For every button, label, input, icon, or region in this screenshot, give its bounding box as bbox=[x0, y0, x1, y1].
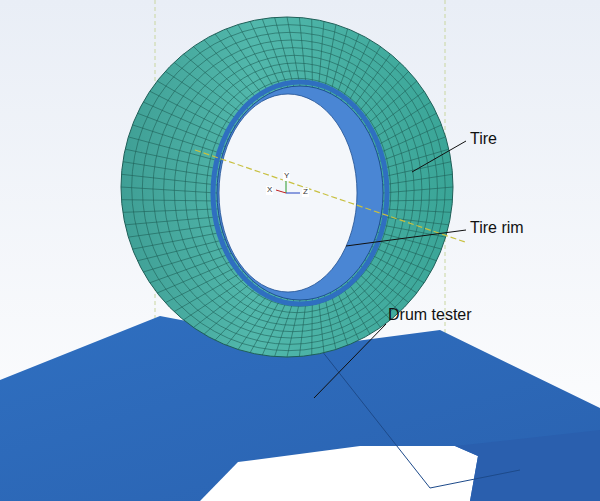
mesh-line bbox=[121, 187, 217, 193]
mesh-line bbox=[382, 209, 451, 212]
mesh-line bbox=[287, 17, 300, 86]
mesh-line bbox=[262, 19, 287, 87]
rim-flange bbox=[213, 82, 387, 304]
drum-edge bbox=[318, 346, 520, 488]
mesh-line bbox=[250, 21, 281, 88]
mesh-ring bbox=[174, 55, 414, 325]
mesh-line bbox=[125, 217, 219, 225]
tire-rim bbox=[217, 86, 383, 300]
mesh-ring bbox=[206, 78, 390, 306]
mesh-line bbox=[330, 29, 347, 94]
mesh-ring bbox=[196, 71, 399, 313]
axis-line bbox=[195, 150, 465, 242]
mesh-line bbox=[275, 17, 294, 86]
mesh-line bbox=[299, 17, 306, 86]
mesh-line bbox=[365, 260, 417, 293]
mesh-line bbox=[165, 71, 239, 120]
mesh-ring bbox=[164, 48, 422, 332]
mesh-line bbox=[383, 187, 453, 193]
drum-side bbox=[455, 430, 600, 501]
mesh-line bbox=[275, 300, 294, 357]
mesh-line bbox=[299, 300, 306, 357]
mesh-ring bbox=[153, 40, 430, 338]
mesh-line bbox=[377, 125, 441, 154]
mesh-line bbox=[347, 281, 381, 327]
axis-label: Z bbox=[302, 188, 309, 197]
mesh-line bbox=[125, 149, 219, 169]
mesh-line bbox=[372, 247, 431, 273]
mesh-line bbox=[342, 40, 371, 101]
leader-line bbox=[346, 230, 466, 246]
mesh-line bbox=[226, 293, 269, 346]
mesh-line bbox=[330, 293, 347, 346]
mesh-line bbox=[318, 297, 323, 352]
axis-label: Y bbox=[283, 172, 290, 181]
mesh-line bbox=[165, 266, 239, 303]
leader-line bbox=[314, 324, 386, 398]
mesh-line bbox=[356, 271, 399, 311]
mesh-line bbox=[336, 289, 359, 340]
mesh-line bbox=[204, 40, 259, 101]
mesh-line bbox=[383, 200, 453, 201]
mesh-line bbox=[369, 91, 425, 132]
mesh-line bbox=[174, 62, 243, 114]
mesh-line bbox=[184, 277, 249, 320]
mesh-line bbox=[324, 295, 335, 349]
part-label: Drum tester bbox=[388, 306, 472, 324]
mesh-line bbox=[361, 266, 409, 303]
mesh-line bbox=[157, 260, 235, 293]
part-label: Tire rim bbox=[470, 219, 524, 237]
mesh-ring bbox=[142, 32, 437, 344]
mesh-line bbox=[215, 34, 264, 97]
mesh-line bbox=[215, 289, 264, 340]
mesh-line bbox=[375, 239, 437, 260]
mesh-line bbox=[262, 299, 287, 355]
mesh-line bbox=[381, 217, 449, 225]
mesh-line bbox=[128, 225, 220, 238]
axis-triad bbox=[276, 181, 300, 193]
mesh-line bbox=[132, 125, 222, 154]
mesh-line bbox=[204, 286, 259, 335]
mesh-line bbox=[137, 113, 225, 146]
mesh-line bbox=[365, 81, 417, 126]
mesh-line bbox=[238, 295, 275, 349]
mesh-line bbox=[238, 25, 275, 91]
mesh-line bbox=[123, 162, 218, 177]
mesh-line bbox=[361, 71, 409, 120]
leader-line bbox=[412, 141, 466, 172]
mesh-line bbox=[324, 25, 335, 91]
mesh-line bbox=[356, 62, 399, 114]
mesh-line bbox=[174, 271, 243, 311]
mesh-line bbox=[287, 300, 300, 357]
mesh-ring bbox=[185, 63, 406, 319]
mesh-line bbox=[383, 174, 453, 185]
mesh-line bbox=[226, 29, 269, 94]
rim-opening bbox=[219, 94, 357, 292]
mesh-line bbox=[375, 113, 437, 146]
mesh-line bbox=[150, 91, 232, 132]
mesh-line bbox=[381, 149, 449, 169]
mesh-line bbox=[123, 209, 218, 212]
mesh-line bbox=[311, 19, 313, 87]
mesh-line bbox=[143, 247, 228, 273]
mesh-line bbox=[318, 21, 323, 88]
mesh-line bbox=[128, 137, 220, 162]
mesh-line bbox=[121, 174, 217, 185]
mesh-ring bbox=[132, 25, 446, 351]
mesh-line bbox=[137, 239, 225, 260]
mesh-line bbox=[193, 281, 253, 327]
mesh-line bbox=[311, 299, 313, 355]
mesh-line bbox=[379, 137, 445, 162]
mesh-line bbox=[184, 54, 249, 109]
mesh-line bbox=[342, 286, 371, 335]
axis-label: X bbox=[266, 186, 273, 195]
mesh-line bbox=[121, 200, 217, 201]
part-label: Tire bbox=[470, 130, 497, 148]
mesh-line bbox=[143, 102, 228, 140]
drum-cutout bbox=[200, 446, 478, 501]
mesh-line bbox=[352, 54, 391, 109]
